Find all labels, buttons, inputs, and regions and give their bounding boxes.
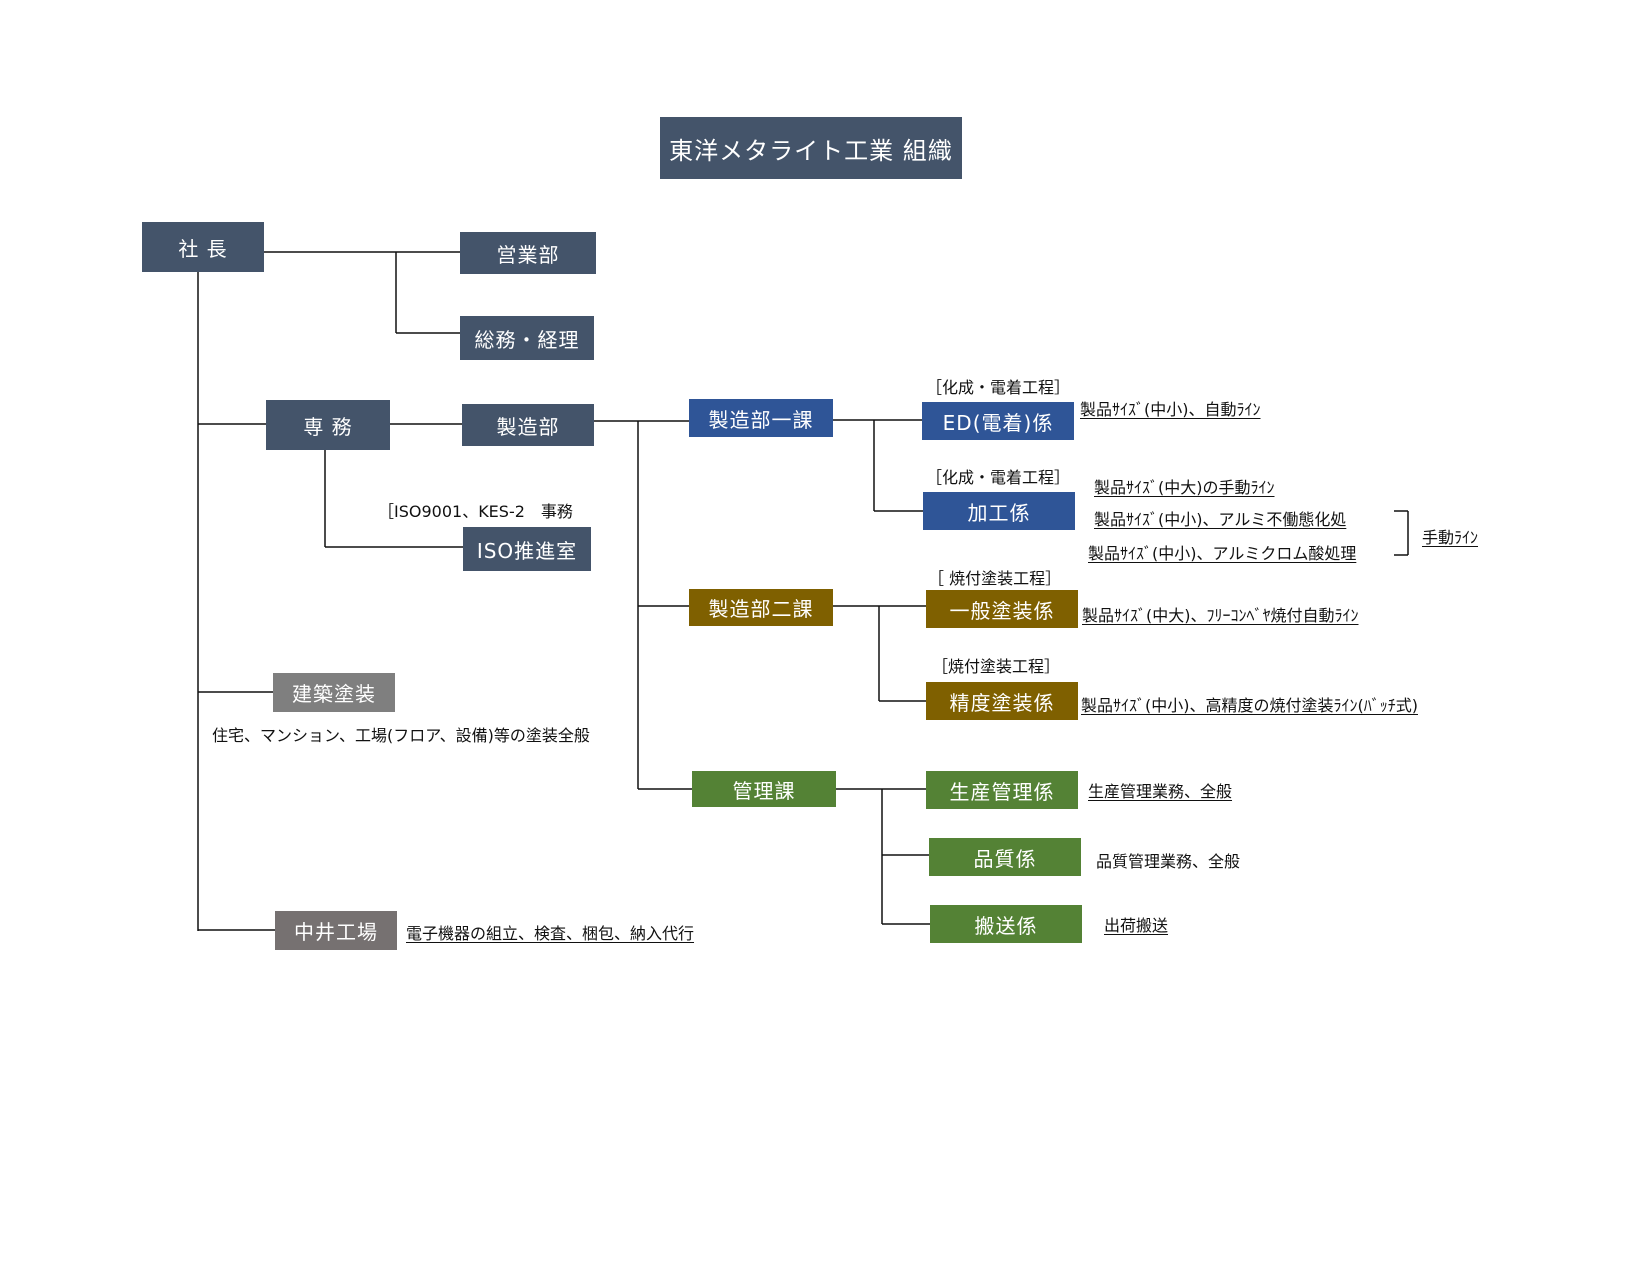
manufacturing-dept-box: 製造部 xyxy=(462,404,594,446)
ed-process-label: ［化成・電着工程］ xyxy=(926,378,1071,397)
precision-coating-process-label: ［焼付塗装工程］ xyxy=(932,657,1061,676)
mfg-section1-box: 製造部一課 xyxy=(689,399,833,437)
iso-note: ［ISO9001、KES-2 事務 xyxy=(378,502,573,521)
general-coating-description: 製品ｻｲｽﾞ(中大)、ﾌﾘｰｺﾝﾍﾞﾔ焼付自動ﾗｲﾝ xyxy=(1082,606,1359,625)
sales-dept-box: 営業部 xyxy=(460,232,596,274)
architectural-description: 住宅、マンション、工場(フロア、設備)等の塗装全般 xyxy=(212,726,590,745)
general-affairs-box: 総務・経理 xyxy=(460,316,594,360)
production-mgmt-description: 生産管理業務、全般 xyxy=(1088,782,1233,801)
precision-coating-description: 製品ｻｲｽﾞ(中小)、高精度の焼付塗装ﾗｲﾝ(ﾊﾞｯﾁ式) xyxy=(1081,696,1418,715)
ed-group-box: ED(電着)係 xyxy=(922,402,1074,440)
quality-box: 品質係 xyxy=(929,838,1081,876)
processing-description-3: 製品ｻｲｽﾞ(中小)、アルミクロム酸処理 xyxy=(1088,544,1357,563)
processing-description-2: 製品ｻｲｽﾞ(中小)、アルミ不働態化処 xyxy=(1094,510,1347,529)
processing-process-label: ［化成・電着工程］ xyxy=(926,468,1071,487)
general-coating-box: 一般塗装係 xyxy=(926,590,1078,628)
ed-description: 製品ｻｲｽﾞ(中小)、自動ﾗｲﾝ xyxy=(1080,400,1261,419)
processing-description-1: 製品ｻｲｽﾞ(中大)の手動ﾗｲﾝ xyxy=(1094,478,1275,497)
precision-coating-box: 精度塗装係 xyxy=(926,682,1078,720)
processing-group-box: 加工係 xyxy=(923,492,1075,530)
architectural-coating-box: 建築塗装 xyxy=(273,673,395,712)
page-title: 東洋メタライト工業 組織 xyxy=(660,117,962,179)
nakai-description: 電子機器の組立、検査、梱包、納入代行 xyxy=(406,924,695,943)
transport-box: 搬送係 xyxy=(930,905,1082,943)
management-section-box: 管理課 xyxy=(692,771,836,807)
mfg-section2-box: 製造部二課 xyxy=(689,589,833,626)
transport-description: 出荷搬送 xyxy=(1104,916,1169,935)
general-coating-process-label: ［ 焼付塗装工程］ xyxy=(928,569,1062,588)
president-box: 社 長 xyxy=(142,222,264,272)
iso-office-box: ISO推進室 xyxy=(463,527,591,571)
executive-director-box: 専 務 xyxy=(266,400,390,450)
production-mgmt-box: 生産管理係 xyxy=(926,771,1078,809)
nakai-factory-box: 中井工場 xyxy=(275,911,397,950)
manual-line-label: 手動ﾗｲﾝ xyxy=(1422,528,1479,547)
quality-description: 品質管理業務、全般 xyxy=(1096,852,1241,871)
